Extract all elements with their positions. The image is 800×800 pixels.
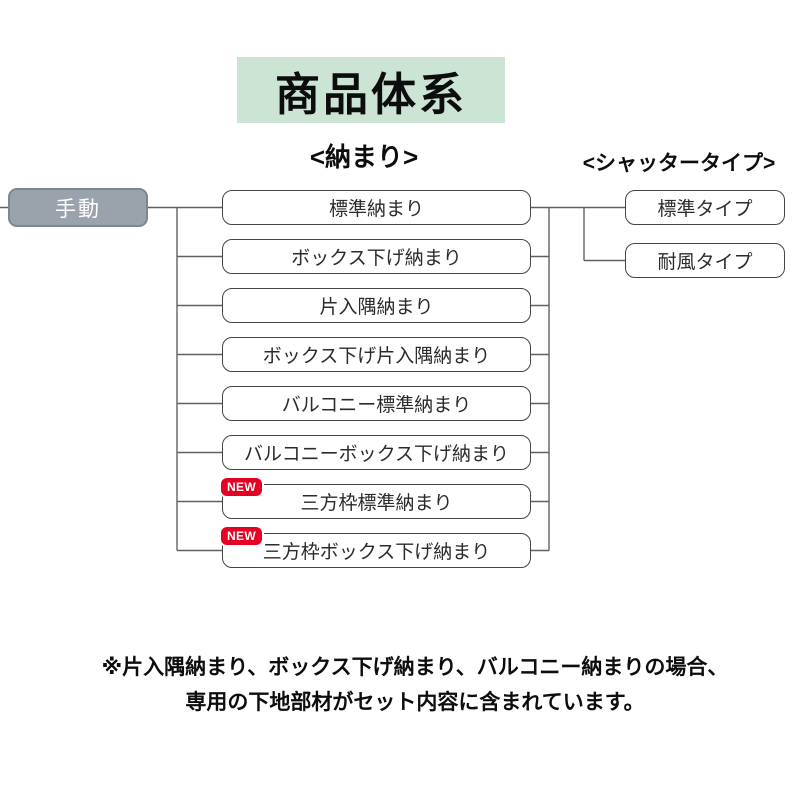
node-nakamari-box-lowered-single-corner: ボックス下げ片入隅納まり [222,337,531,372]
shutter-type-column-header: <シャッタータイプ> [582,152,776,175]
node-nakamari-three-side-frame-box-lowered: 三方枠ボックス下げ納まり [222,533,531,568]
node-shutter-type-wind-resistant: 耐風タイプ [625,243,785,278]
node-nakamari-box-lowered: ボックス下げ納まり [222,239,531,274]
node-nakamari-three-side-frame-standard: 三方枠標準納まり [222,484,531,519]
new-badge: NEW [219,476,264,498]
node-nakamari-single-corner: 片入隅納まり [222,288,531,323]
footnote-line-1: ※片入隅納まり、ボックス下げ納まり、バルコニー納まりの場合、 [101,656,729,679]
footnote: ※片入隅納まり、ボックス下げ納まり、バルコニー納まりの場合、 専用の下地部材がセ… [30,650,800,720]
page-title: 商品体系 [237,57,505,123]
new-badge: NEW [219,525,264,547]
node-manual: 手動 [8,188,148,227]
footnote-line-2: 専用の下地部材がセット内容に含まれています。 [185,691,645,714]
node-nakamari-standard: 標準納まり [222,190,531,225]
nakamari-column-header: <納まり> [309,142,419,172]
node-shutter-type-standard: 標準タイプ [625,190,785,225]
node-nakamari-balcony-standard: バルコニー標準納まり [222,386,531,421]
page-title-text: 商品体系 [274,68,467,120]
node-nakamari-balcony-box-lowered: バルコニーボックス下げ納まり [222,435,531,470]
